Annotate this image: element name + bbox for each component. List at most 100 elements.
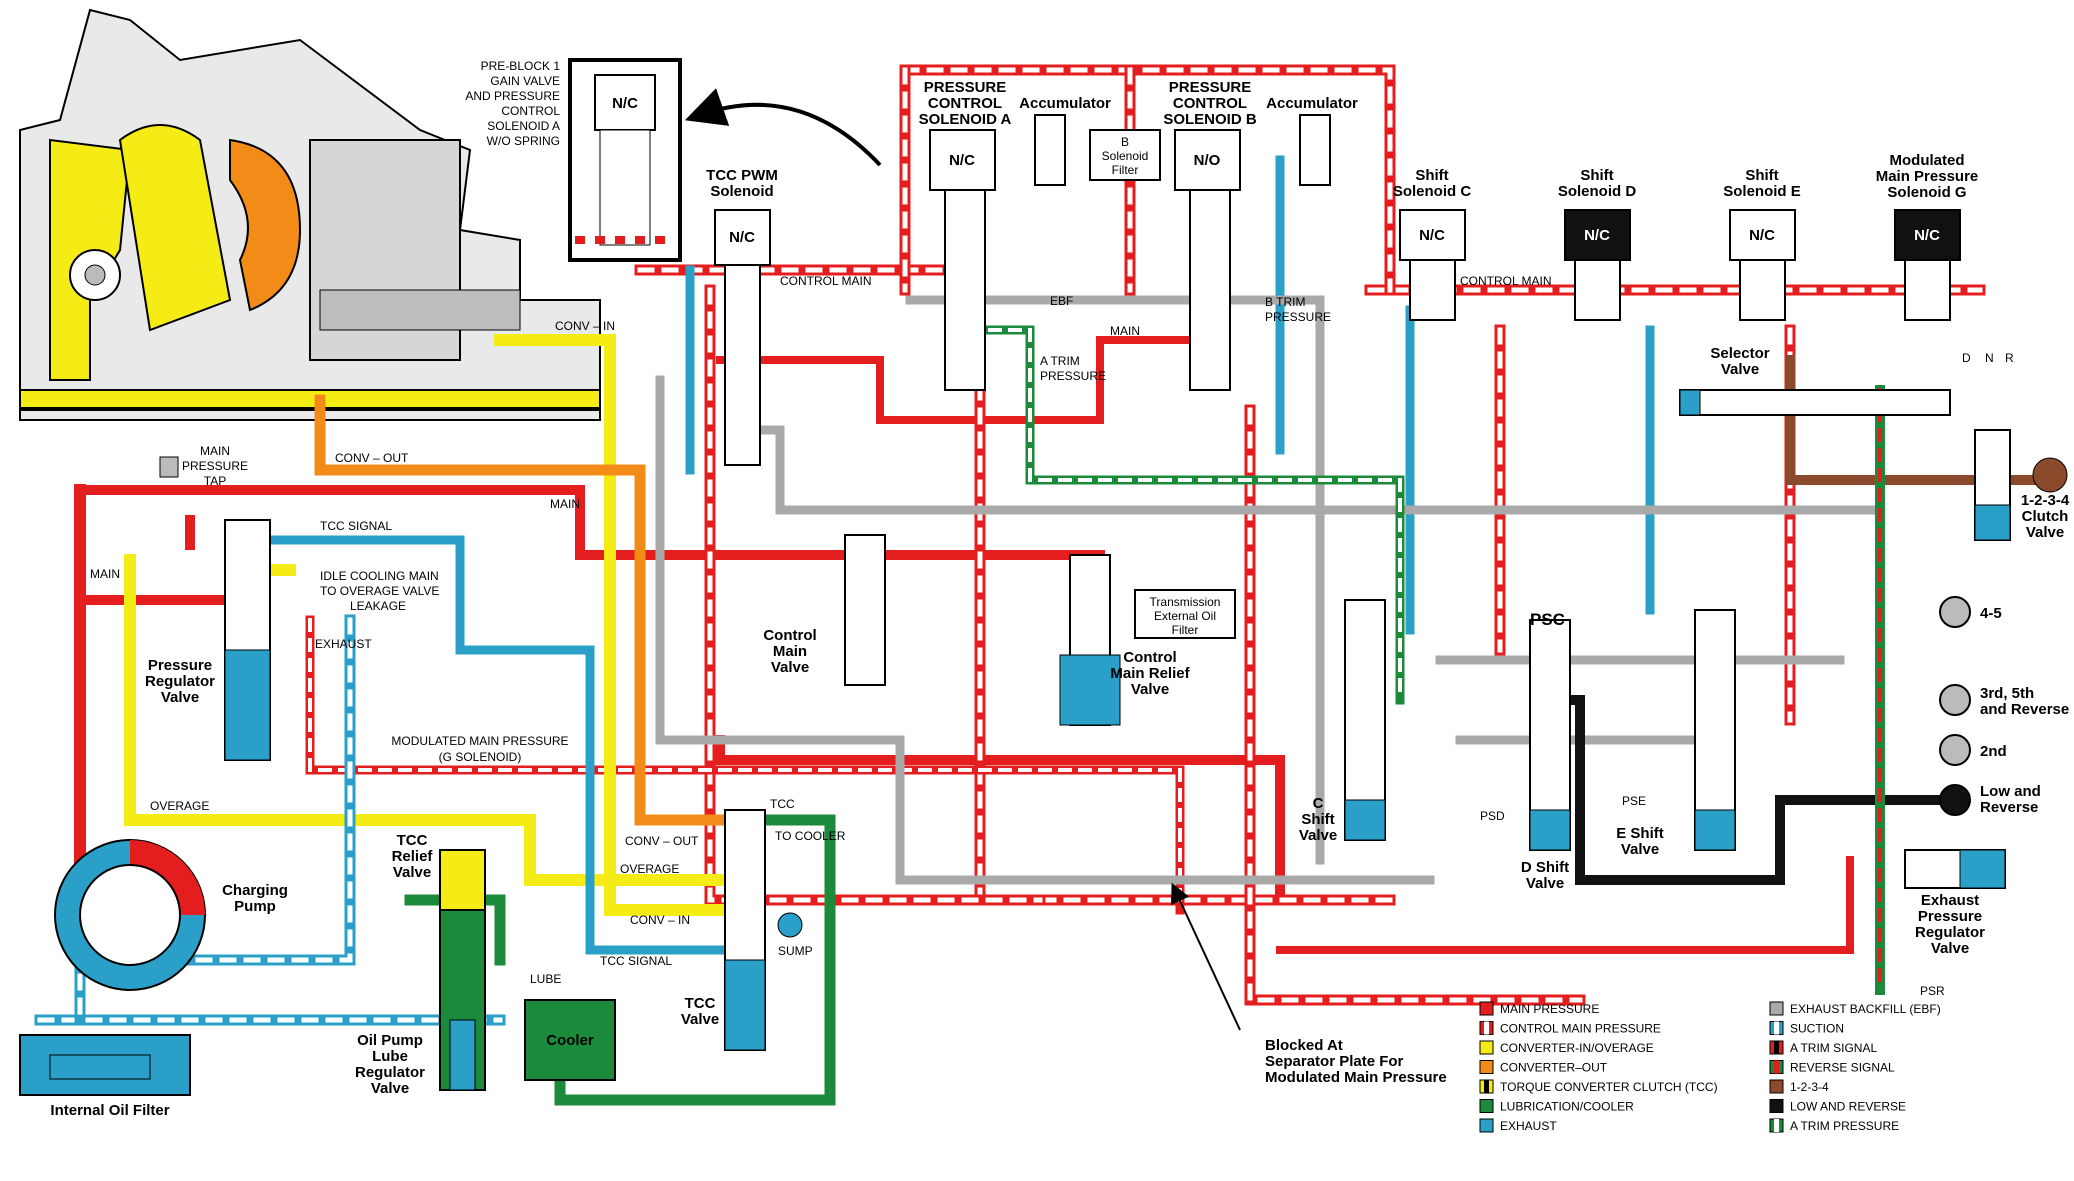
legend-label: CONVERTER-IN/OVERAGE bbox=[1500, 1041, 1654, 1055]
cooler-label: Cooler bbox=[546, 1032, 594, 1049]
shift-solenoid-c bbox=[1399, 209, 1466, 321]
legend-swatch bbox=[1479, 1099, 1494, 1113]
shift-c-label-2: Solenoid C bbox=[1393, 183, 1472, 200]
main-label-3: MAIN bbox=[90, 567, 120, 581]
shift-d-label-2: Solenoid D bbox=[1558, 183, 1637, 200]
modulated-main-pressure-solenoid-g bbox=[1894, 209, 1961, 321]
conv-in-label-2: CONV – IN bbox=[630, 913, 690, 927]
charging-pump bbox=[54, 839, 206, 991]
accumulator-b-label: Accumulator bbox=[1266, 95, 1358, 112]
c-shift-valve bbox=[1344, 599, 1386, 841]
tcc-pwm-solenoid bbox=[714, 209, 771, 466]
e-shift-label-1: E Shift bbox=[1616, 825, 1664, 842]
preblock-inset bbox=[568, 58, 682, 262]
clutch-low-reverse-port bbox=[1939, 784, 1971, 816]
mod-main-g-state: N/C bbox=[1914, 227, 1940, 244]
transmission-cutaway bbox=[19, 8, 601, 421]
legend-label: SUCTION bbox=[1790, 1022, 1844, 1036]
clutch-35r-label-2: and Reverse bbox=[1980, 701, 2069, 718]
legend-label: 1-2-3-4 bbox=[1790, 1080, 1829, 1094]
epr-label-4: Valve bbox=[1931, 940, 1969, 957]
tcc-relief-label-3: Valve bbox=[393, 864, 431, 881]
b-trim-label-1: B TRIM bbox=[1265, 295, 1305, 309]
modulated-main-label-2: (G SOLENOID) bbox=[439, 750, 522, 764]
tcc-valve-label-2: Valve bbox=[681, 1011, 719, 1028]
preblock-label-4: CONTROL bbox=[501, 104, 560, 118]
tap-label-1: MAIN bbox=[200, 444, 230, 458]
cm-valve-label-2: Main bbox=[773, 643, 807, 660]
d-shift-label-2: Valve bbox=[1526, 875, 1564, 892]
pressure-control-solenoid-a bbox=[929, 114, 1066, 391]
tcc-line-label: TCC bbox=[770, 797, 795, 811]
tcc-relief-valve bbox=[439, 849, 486, 911]
a-trim-label-1: A TRIM bbox=[1040, 354, 1080, 368]
main-label-2: MAIN bbox=[550, 497, 580, 511]
pressure-regulator-label-1: Pressure bbox=[148, 657, 212, 674]
legend-swatch bbox=[1769, 1001, 1784, 1016]
oil-pump-label-2: Lube bbox=[372, 1048, 408, 1065]
d-shift-label-1: D Shift bbox=[1521, 859, 1569, 876]
epr-label-1: Exhaust bbox=[1921, 892, 1979, 909]
ebf-label: EBF bbox=[1050, 294, 1073, 308]
idle-cooling-label-1: IDLE COOLING MAIN bbox=[320, 569, 439, 583]
pressure-regulator-valve bbox=[224, 519, 271, 761]
tcc-valve bbox=[724, 809, 803, 1051]
legend-label: LOW AND REVERSE bbox=[1790, 1100, 1906, 1114]
d-shift-valve bbox=[1529, 619, 1571, 851]
n-label: N bbox=[1985, 351, 1994, 365]
psr-label: PSR bbox=[1920, 984, 1945, 998]
conv-in-label-1: CONV – IN bbox=[555, 319, 615, 333]
mod-main-g-label-3: Solenoid G bbox=[1887, 184, 1966, 201]
to-cooler-label: TO COOLER bbox=[775, 829, 846, 843]
r-label: R bbox=[2005, 351, 2014, 365]
blocked-label-2: Separator Plate For bbox=[1265, 1053, 1404, 1070]
clutch-1234-label-3: Valve bbox=[2026, 524, 2064, 541]
selector-valve bbox=[1679, 389, 1951, 416]
legend-swatch bbox=[1479, 1060, 1494, 1074]
lube-label: LUBE bbox=[530, 972, 561, 986]
cm-valve-label-1: Control bbox=[763, 627, 816, 644]
legend-label: REVERSE SIGNAL bbox=[1790, 1061, 1895, 1075]
clutch-45-label: 4-5 bbox=[1980, 605, 2002, 622]
clutch-lr-label-2: Reverse bbox=[1980, 799, 2038, 816]
legend-swatch bbox=[1769, 1099, 1784, 1113]
psd-label: PSD bbox=[1480, 809, 1505, 823]
legend-label: CONVERTER–OUT bbox=[1500, 1061, 1608, 1075]
shift-e-state: N/C bbox=[1749, 227, 1775, 244]
legend: MAIN PRESSURE CONTROL MAIN PRESSURE CONVER… bbox=[1479, 1001, 1941, 1133]
legend-item: CONTROL MAIN PRESSURE bbox=[1479, 1021, 1661, 1036]
overage-label-2: OVERAGE bbox=[620, 862, 679, 876]
pressure-regulator-label-3: Valve bbox=[161, 689, 199, 706]
tcc-relief-label-2: Relief bbox=[392, 848, 434, 865]
preblock-state: N/C bbox=[612, 95, 638, 112]
legend-item: MAIN PRESSURE bbox=[1479, 1001, 1599, 1016]
internal-oil-filter bbox=[19, 1034, 191, 1096]
cooler bbox=[524, 999, 616, 1081]
transmission-external-oil-filter bbox=[1134, 589, 1236, 639]
legend-item: CONVERTER-IN/OVERAGE bbox=[1479, 1040, 1654, 1055]
conv-out-label-1: CONV – OUT bbox=[335, 451, 409, 465]
diagram-labels: PRESSURE CONTROL SOLENOID A Accumulator … bbox=[50, 59, 2069, 1119]
blocked-label-3: Modulated Main Pressure bbox=[1265, 1069, 1447, 1086]
ext-filter-label-1: Transmission bbox=[1150, 595, 1221, 609]
shift-solenoid-d bbox=[1564, 209, 1631, 321]
shift-solenoid-e bbox=[1729, 209, 1796, 321]
control-main-relief-valve bbox=[1059, 554, 1121, 726]
tcc-signal-label-2: TCC SIGNAL bbox=[600, 954, 672, 968]
legend-item: 1-2-3-4 bbox=[1769, 1079, 1829, 1094]
shift-c-label-1: Shift bbox=[1415, 167, 1448, 184]
exhaust-label: EXHAUST bbox=[315, 637, 372, 651]
tcc-relief-label-1: TCC bbox=[397, 832, 428, 849]
b-filter-label-3: Filter bbox=[1112, 163, 1139, 177]
preblock-label-6: W/O SPRING bbox=[487, 134, 560, 148]
control-main-label-1: CONTROL MAIN bbox=[780, 274, 872, 288]
preblock-label-1: PRE-BLOCK 1 bbox=[481, 59, 561, 73]
b-trim-label-2: PRESSURE bbox=[1265, 310, 1331, 324]
legend-swatch-stripe bbox=[1774, 1021, 1779, 1035]
c-shift-label-2: Shift bbox=[1301, 811, 1334, 828]
pcs-b-label-1: PRESSURE bbox=[1169, 79, 1252, 96]
overage-label-1: OVERAGE bbox=[150, 799, 209, 813]
clutch-35r-label-1: 3rd, 5th bbox=[1980, 685, 2034, 702]
legend-swatch bbox=[1479, 1118, 1494, 1133]
pcs-b-state: N/O bbox=[1194, 152, 1221, 169]
